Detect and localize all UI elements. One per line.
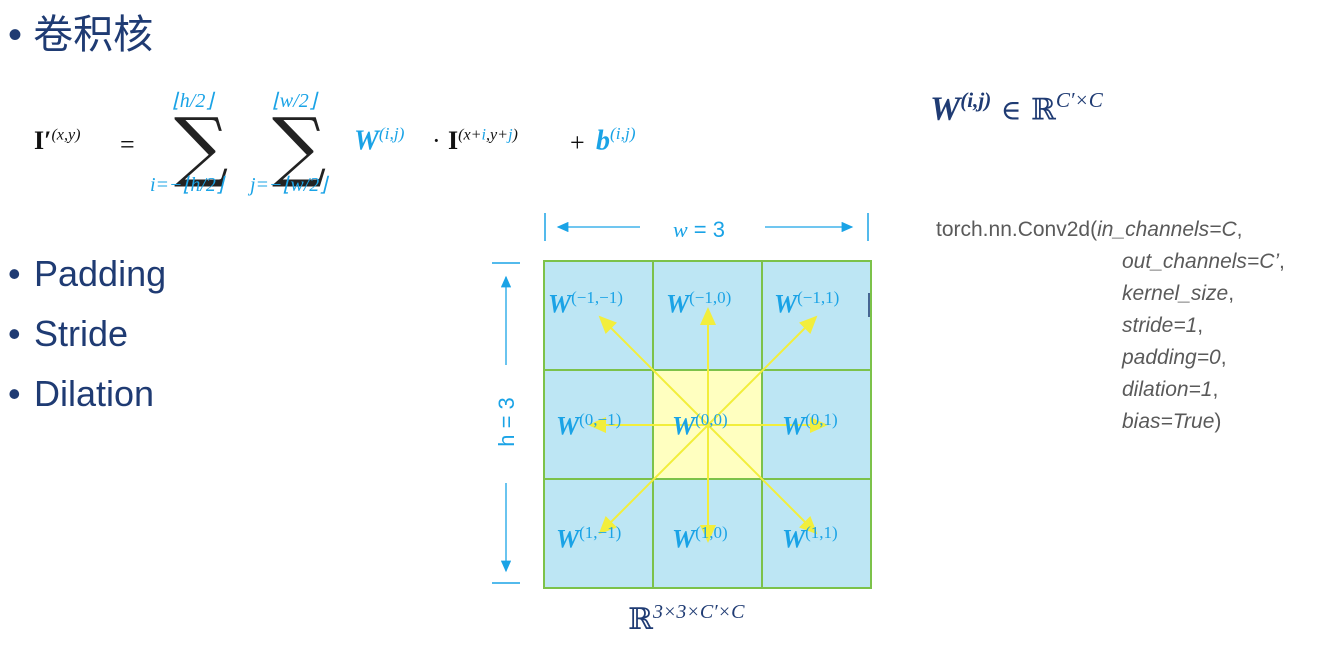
sum1-upper-limit: ⌊h/2⌋ [172, 90, 214, 112]
kernel-shape-label: ℝ3×3×C′×C [628, 601, 745, 636]
bullet-list: •Padding •Stride •Dilation [8, 244, 166, 424]
width-dimension [544, 213, 869, 241]
formula-dot: · [432, 126, 441, 155]
sum1-lower-limit: i=−⌊h/2⌋ [150, 174, 224, 196]
kernel-cell-label: W(1,−1) [556, 523, 622, 554]
bullet-label: Dilation [34, 373, 155, 414]
kernel-cell-label: W(−1,−1) [548, 288, 623, 319]
convolution-formula: I′(x,y) = ⌊h/2⌋ ∑ i=−⌊h/2⌋ ⌊w/2⌋ ∑ j=−⌊w… [30, 86, 690, 201]
formula-equals: = [120, 130, 135, 159]
kernel-cell-label: W(1,0) [672, 523, 728, 554]
height-dimension [492, 262, 520, 584]
formula-weight-term: W(i,j) [354, 124, 405, 157]
kernel-cell-label: W(−1,1) [774, 288, 840, 319]
kernel-cell-label: W(0,−1) [556, 410, 622, 441]
kernel-cell-label: W(0,1) [782, 410, 838, 441]
bullet-item: •Padding [8, 253, 167, 294]
sum2-symbol: ∑ [272, 101, 327, 190]
kernel-cell-label: W(0,0) [672, 410, 728, 441]
formula-bias-term: b(i,j) [596, 124, 636, 157]
kernel-diagram-graphic [492, 213, 872, 589]
kernel-cell-label: W(1,1) [782, 523, 838, 554]
bullet-label: Padding [34, 253, 167, 294]
formula-plus: + [570, 128, 585, 157]
sum2-upper-limit: ⌊w/2⌋ [272, 90, 317, 112]
formula-lhs: I′(x,y) [34, 126, 81, 155]
kernel-cell-label: W(−1,0) [666, 288, 732, 319]
bullet-item: •Stride [8, 313, 129, 354]
kernel-diagram: w = 3 h = 3 W(−1,−1) W(−1,0) W(−1,1) W(0… [480, 205, 900, 655]
weight-shape-formula: W(i,j) ∈ ℝC′×C [930, 88, 1103, 128]
conv2d-code: torch.nn.Conv2d(in_channels=C, out_chann… [936, 218, 1285, 433]
bullet-label: Stride [34, 313, 129, 354]
bullet-item: •Dilation [8, 373, 155, 414]
sum2-lower-limit: j=−⌊w/2⌋ [250, 174, 328, 196]
width-label: w = 3 [673, 217, 725, 242]
sum1-symbol: ∑ [174, 101, 229, 190]
slide-title: • 卷积核 [8, 13, 154, 57]
height-label: h = 3 [494, 397, 519, 447]
formula-input-term: I(x+i,y+j) [448, 126, 518, 155]
center-arrows [588, 307, 828, 543]
